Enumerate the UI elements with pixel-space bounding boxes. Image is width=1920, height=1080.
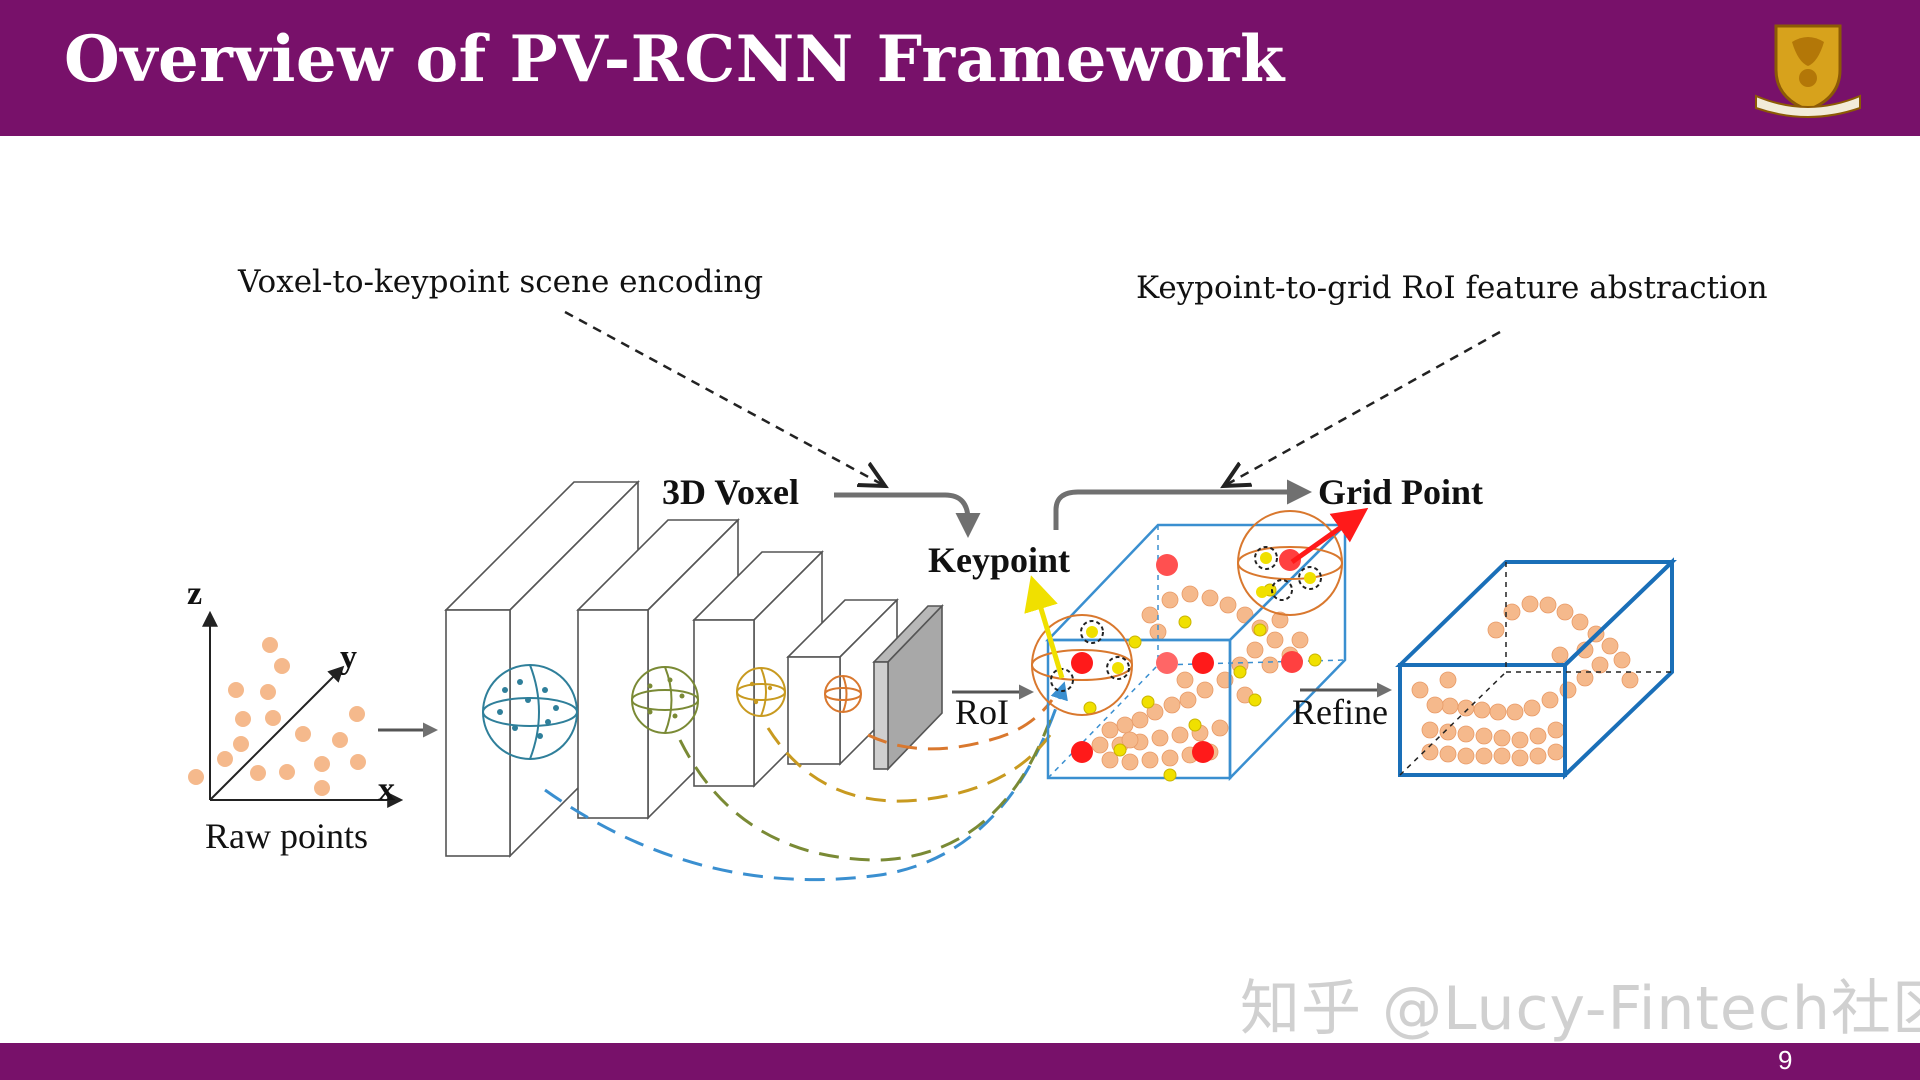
voxel-layer-1 bbox=[444, 480, 640, 858]
page-number: 9 bbox=[1778, 1045, 1793, 1075]
grid-point-neighborhood-sphere bbox=[1237, 510, 1343, 616]
roi-points bbox=[1091, 585, 1309, 771]
roi-abstraction-annotation: Keypoint-to-grid RoI feature abstraction bbox=[1136, 270, 1768, 306]
slide-title: Overview of PV-RCNN Framework bbox=[64, 22, 1285, 97]
grid-point-markers bbox=[1071, 549, 1303, 763]
keypoint-markers bbox=[1083, 583, 1322, 782]
refined-box bbox=[1395, 557, 1677, 780]
keypoint-feature-arrow bbox=[1024, 575, 1065, 679]
keypoint-to-grid-arrow bbox=[1053, 479, 1312, 530]
z-axis-label: z bbox=[187, 575, 202, 612]
voxel-encoding-arrow bbox=[564, 310, 885, 486]
keypoint-label: Keypoint bbox=[928, 540, 1070, 580]
slide-footer: 9 bbox=[0, 1043, 1920, 1080]
voxel-cnn-layers bbox=[444, 480, 944, 858]
raw-points-cloud bbox=[188, 637, 366, 796]
grid-feature-arrow bbox=[1290, 507, 1369, 565]
y-axis-label: y bbox=[340, 639, 357, 676]
watermark: 知乎 @Lucy-Fintech社区 bbox=[1240, 974, 1920, 1044]
refine-label: Refine bbox=[1292, 692, 1388, 732]
x-axis-label: x bbox=[378, 771, 395, 808]
university-crest-icon bbox=[1755, 24, 1861, 118]
blue-feature-curve bbox=[544, 681, 1068, 882]
roi-label: RoI bbox=[955, 692, 1009, 732]
voxel-sphere-orange bbox=[824, 675, 862, 713]
keypoint-neighborhood-sphere bbox=[1031, 614, 1133, 716]
voxel-sphere-olive bbox=[631, 666, 699, 734]
gold-feature-curve bbox=[766, 727, 1052, 803]
raw-points-label: Raw points bbox=[205, 816, 368, 856]
voxel-encoding-annotation: Voxel-to-keypoint scene encoding bbox=[237, 264, 763, 300]
olive-feature-curve bbox=[678, 719, 1052, 862]
raw-points-axes: z y x bbox=[187, 575, 404, 808]
orange-feature-curve bbox=[867, 699, 1054, 751]
voxel-to-keypoint-arrow bbox=[834, 492, 981, 538]
roi-box bbox=[1024, 507, 1369, 782]
refined-points bbox=[1411, 595, 1639, 767]
voxel-label: 3D Voxel bbox=[662, 472, 799, 512]
roi-abstraction-arrow bbox=[1224, 330, 1501, 486]
voxel-sphere-blue bbox=[482, 664, 578, 760]
voxel-layer-5 bbox=[872, 604, 944, 771]
slide-header: Overview of PV-RCNN Framework bbox=[0, 0, 1920, 136]
grid-point-label: Grid Point bbox=[1318, 472, 1483, 512]
voxel-sphere-gold bbox=[736, 667, 786, 717]
voxel-layer-4 bbox=[786, 598, 899, 766]
